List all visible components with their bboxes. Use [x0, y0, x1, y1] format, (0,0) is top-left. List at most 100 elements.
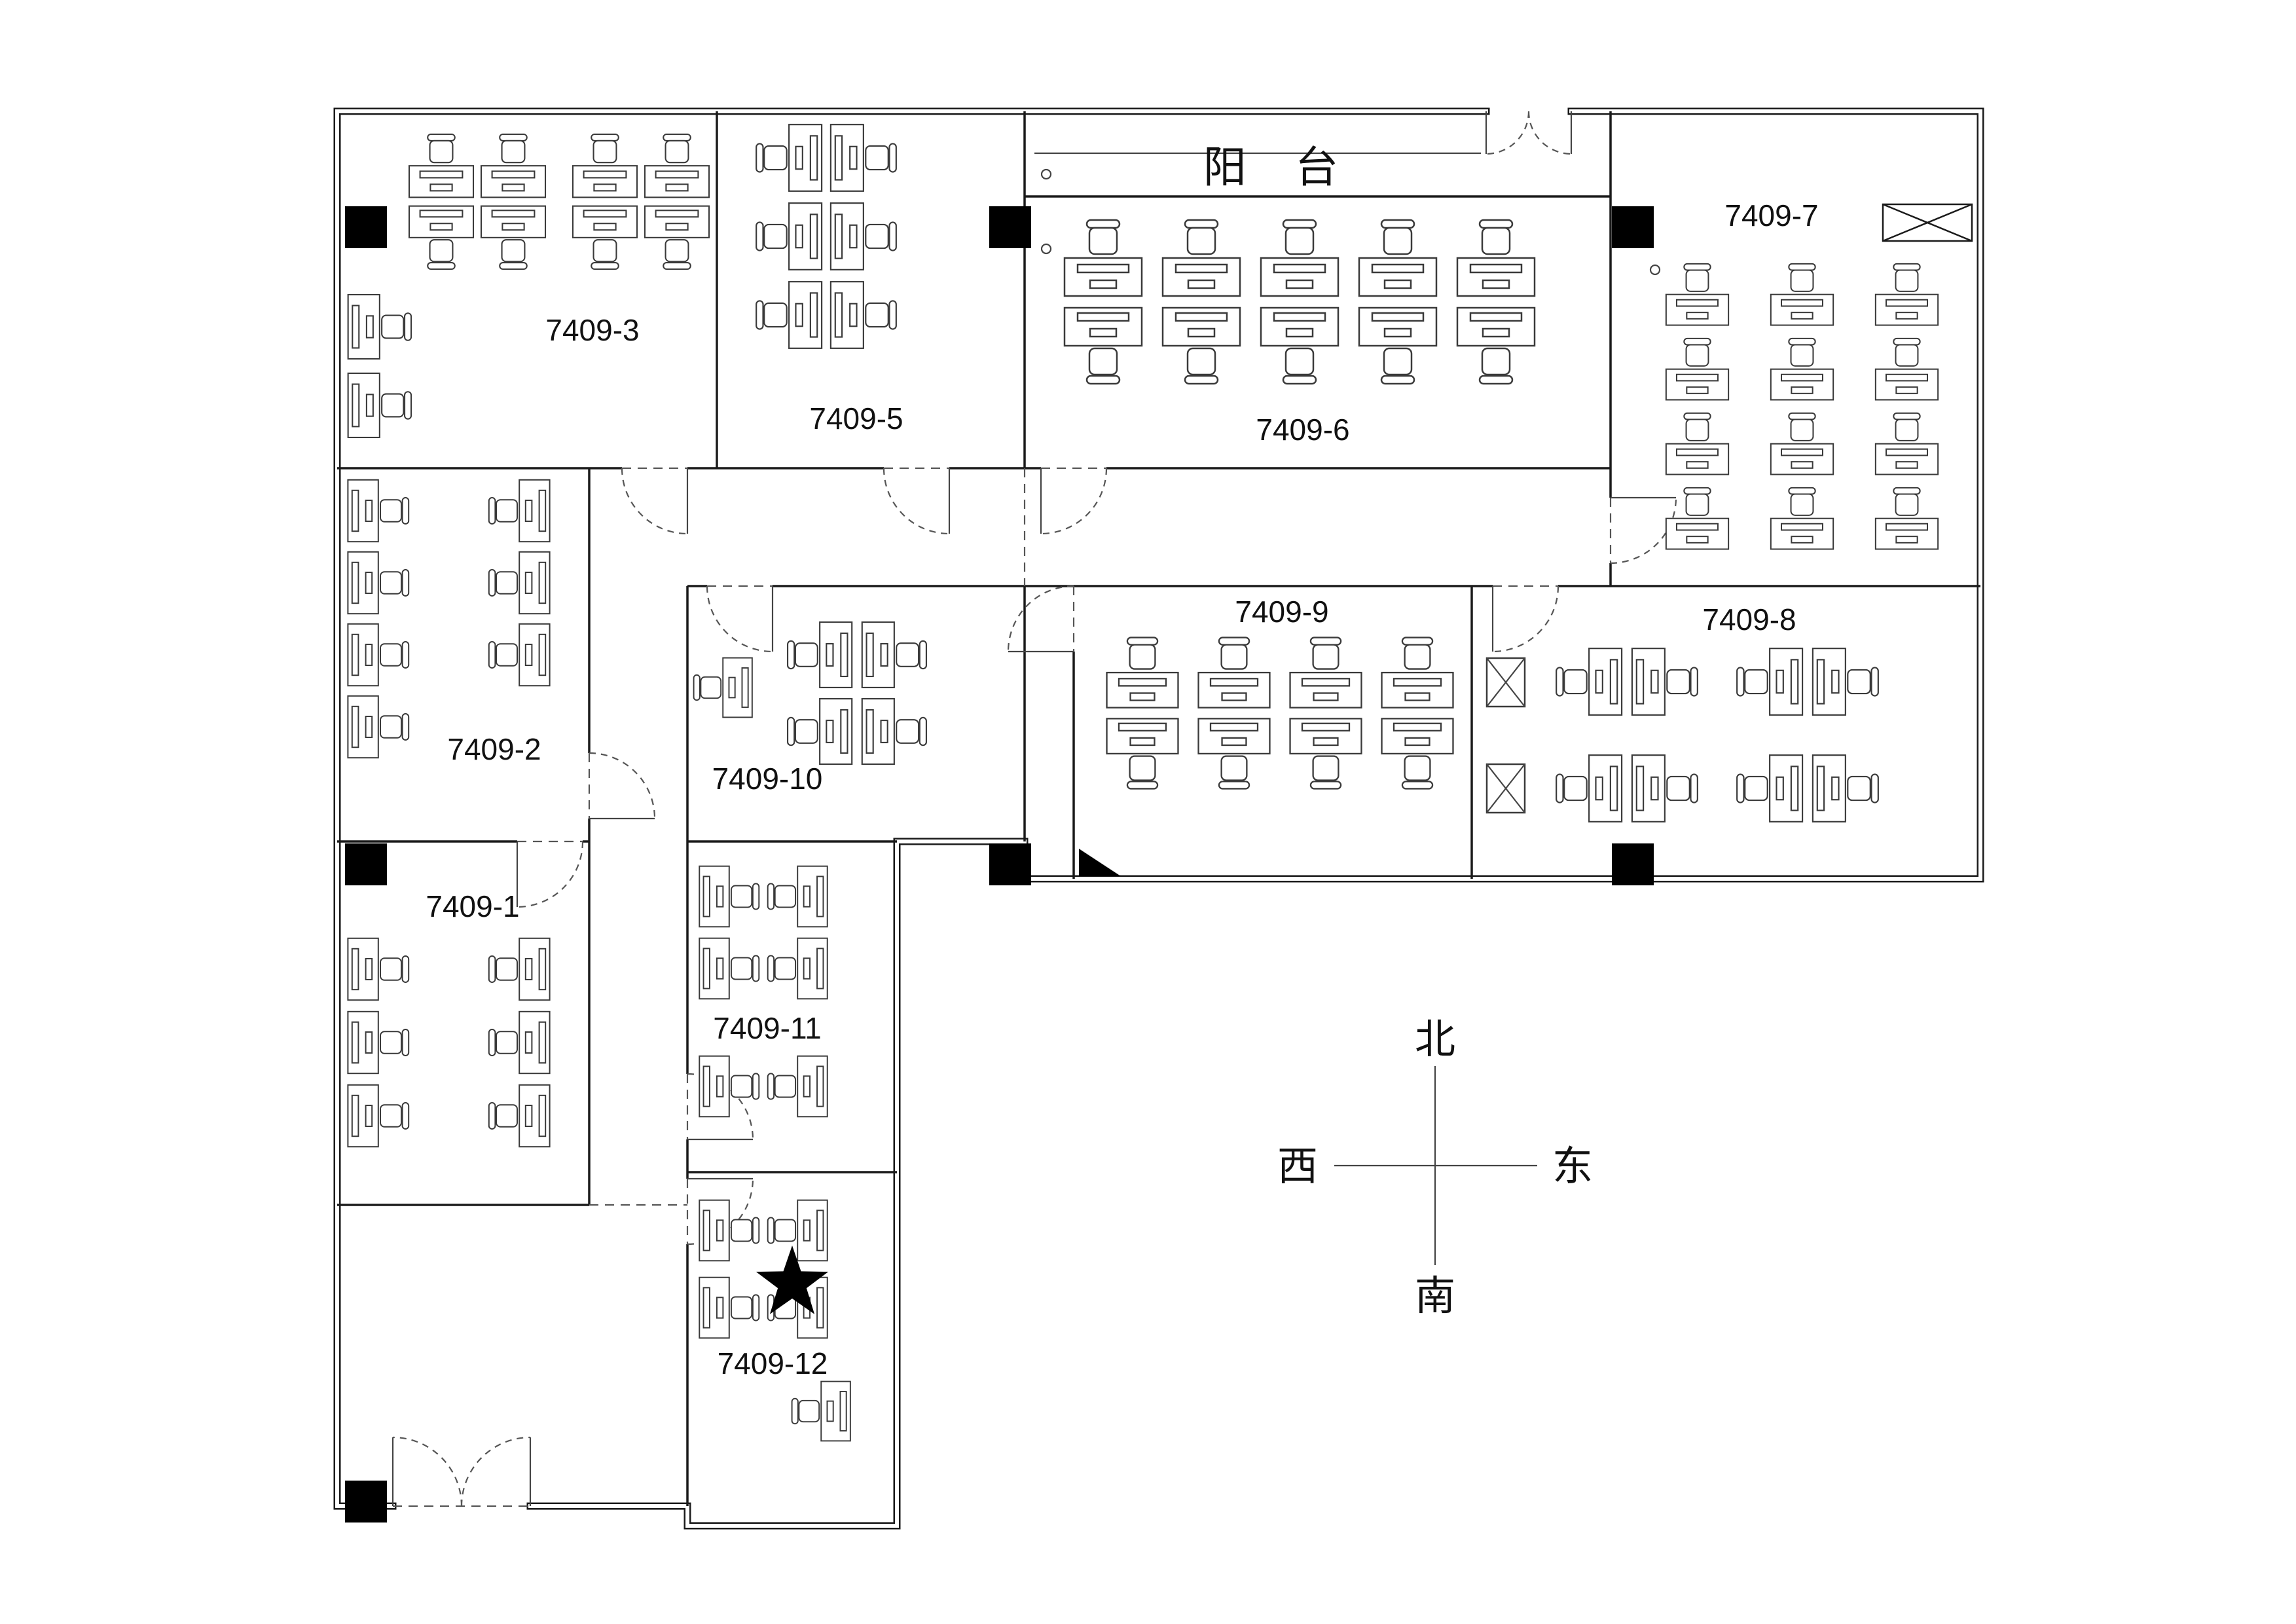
workstation	[1358, 219, 1438, 297]
survey-points	[1040, 168, 1661, 276]
room-label-7409-6: 7409-6	[1256, 413, 1349, 447]
room-7409-9: 7409-9	[1106, 595, 1454, 790]
workstation	[767, 937, 828, 1000]
workstation	[488, 623, 551, 687]
room-label-7409-8: 7409-8	[1702, 602, 1796, 637]
workstation	[756, 202, 823, 270]
workstations-7409-12	[699, 1199, 851, 1442]
room-label-7409-9: 7409-9	[1235, 595, 1328, 629]
workstation	[1556, 754, 1623, 822]
interior-walls	[337, 111, 1980, 1506]
workstations-7409-10	[693, 621, 927, 765]
workstation	[767, 1199, 828, 1262]
shaft-symbol	[1882, 203, 1973, 242]
room-7409-11: 7409-11	[699, 865, 828, 1118]
room-7409-3: 7409-3	[347, 133, 710, 439]
workstations-7409-9	[1106, 637, 1454, 790]
workstation	[767, 865, 828, 928]
workstation	[1874, 263, 1939, 326]
balcony: 阳 台	[1203, 143, 1357, 191]
workstation	[1197, 637, 1271, 709]
room-label-7409-2: 7409-2	[447, 732, 541, 766]
room-7409-8: 7409-8	[1485, 602, 1879, 822]
workstation	[829, 281, 897, 349]
compass-rose: 北 南 西 东	[1277, 1017, 1593, 1319]
workstation	[1770, 487, 1834, 550]
workstations-7409-2	[347, 479, 551, 759]
column	[989, 843, 1031, 885]
workstation	[1665, 263, 1730, 326]
workstation	[829, 202, 897, 270]
workstation	[347, 695, 410, 759]
workstation	[1106, 718, 1179, 790]
workstation	[1665, 487, 1730, 550]
workstation	[787, 698, 853, 765]
workstations-7409-6	[1063, 219, 1536, 385]
workstation	[1665, 412, 1730, 475]
workstation	[488, 1010, 551, 1075]
workstation	[1381, 637, 1454, 709]
column	[989, 206, 1031, 248]
outer-wall-core	[335, 109, 1982, 1528]
workstation	[1812, 648, 1879, 716]
room-label-7409-12: 7409-12	[718, 1346, 828, 1380]
structural-columns	[345, 206, 1654, 1522]
corner-hatch	[1079, 849, 1121, 876]
workstation	[1106, 637, 1179, 709]
compass-east-label: 东	[1552, 1144, 1593, 1189]
workstation	[1358, 306, 1438, 385]
workstation	[1456, 219, 1536, 297]
workstation	[1289, 637, 1362, 709]
workstation	[699, 865, 760, 928]
workstation	[699, 1276, 760, 1339]
compass-west-label: 西	[1277, 1144, 1318, 1189]
workstation	[1736, 754, 1804, 822]
workstations-7409-5	[756, 124, 897, 349]
workstation	[347, 937, 410, 1001]
door-leaves	[392, 111, 1676, 1506]
workstation	[699, 937, 760, 1000]
compass-north-label: 北	[1415, 1017, 1455, 1062]
room-7409-7: 7409-7	[1665, 198, 1939, 550]
workstation	[347, 551, 410, 615]
room-label-7409-7: 7409-7	[1724, 198, 1818, 232]
workstation	[829, 124, 897, 192]
workstation	[1289, 718, 1362, 790]
workstation	[791, 1380, 851, 1442]
workstation	[488, 479, 551, 543]
workstation	[1770, 337, 1834, 401]
cabinet	[1485, 763, 1526, 814]
workstation	[1556, 648, 1623, 716]
room-7409-2: 7409-2	[347, 479, 551, 766]
workstation	[1260, 306, 1339, 385]
workstation	[347, 293, 412, 360]
workstation	[1770, 412, 1834, 475]
workstation	[347, 623, 410, 687]
workstations-7409-7	[1665, 263, 1939, 550]
workstation	[756, 281, 823, 349]
balcony-label: 阳 台	[1203, 143, 1357, 191]
workstation	[488, 1084, 551, 1148]
workstation	[408, 133, 475, 198]
room-7409-12: 7409-12	[699, 1199, 851, 1442]
workstations-7409-11	[699, 865, 828, 1118]
room-label-7409-10: 7409-10	[712, 762, 823, 796]
workstation	[480, 133, 547, 198]
workstation	[1874, 412, 1939, 475]
workstation	[861, 698, 927, 765]
workstation	[347, 372, 412, 439]
workstation	[787, 621, 853, 688]
workstation	[644, 205, 710, 270]
workstation	[488, 937, 551, 1001]
workstation	[699, 1055, 760, 1118]
room-label-7409-11: 7409-11	[713, 1011, 821, 1045]
workstation	[1381, 718, 1454, 790]
workstation	[861, 621, 927, 688]
room-7409-5: 7409-5	[756, 124, 903, 435]
workstation	[756, 124, 823, 192]
workstations-7409-8	[1485, 648, 1879, 822]
column	[345, 843, 387, 885]
cabinet	[1485, 657, 1526, 708]
